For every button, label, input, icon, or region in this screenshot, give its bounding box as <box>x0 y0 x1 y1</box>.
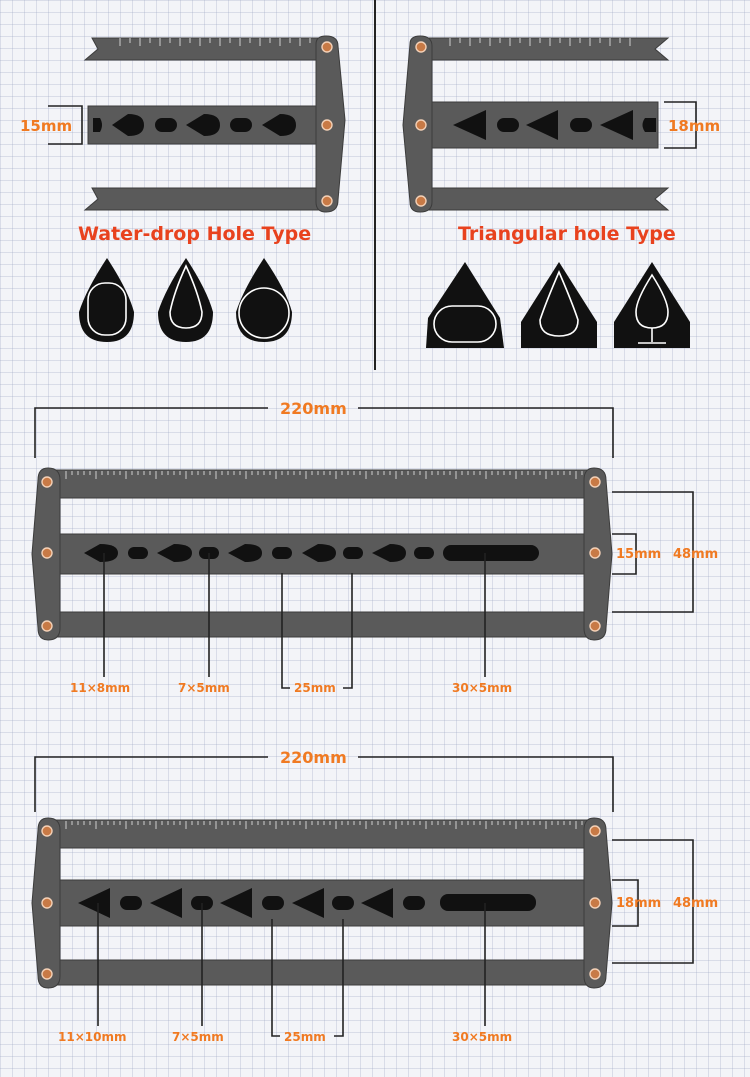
water-drop-holes <box>84 544 539 562</box>
bottom-bar <box>51 959 601 986</box>
callout-label: 7×5mm <box>172 1030 224 1044</box>
top-ruler-ticks <box>65 471 583 479</box>
rivet <box>41 968 53 980</box>
callout-label: 30×5mm <box>452 1030 512 1044</box>
top-ruler-bar <box>51 469 601 499</box>
triangular-holes <box>78 888 536 918</box>
rivet <box>589 620 601 632</box>
rivet <box>415 195 427 207</box>
top-ruler-ticks <box>65 821 583 829</box>
height-label: 15mm <box>20 117 72 135</box>
rivet <box>41 547 53 559</box>
rivet <box>321 41 333 53</box>
water-drop-holes <box>93 114 296 136</box>
rivet <box>589 897 601 909</box>
width-label: 220mm <box>280 748 347 767</box>
callout-line <box>334 919 344 1037</box>
panel-1: 220mm 15mm <box>31 399 718 695</box>
width-dimension-left <box>34 407 268 458</box>
rivet <box>41 897 53 909</box>
rivet <box>589 825 601 837</box>
inner-height-label: 18mm <box>616 896 661 911</box>
rivet <box>41 825 53 837</box>
rivet <box>41 476 53 488</box>
callout-line <box>271 919 280 1037</box>
triangular-type-title: Triangular hole Type <box>458 223 676 245</box>
panel-2: 220mm 18mm 48mm <box>31 748 718 1044</box>
height-dimension-line <box>48 105 83 145</box>
callout-label: 7×5mm <box>178 681 230 695</box>
callout-label: 30×5mm <box>452 681 512 695</box>
callout-label: 11×8mm <box>70 681 130 695</box>
rivet <box>589 968 601 980</box>
callout-label: 25mm <box>294 681 336 695</box>
slot-hole <box>443 545 539 561</box>
rivet <box>41 620 53 632</box>
callout-line <box>343 573 353 689</box>
rivet <box>415 41 427 53</box>
outer-height-dimension <box>612 839 694 964</box>
top-ruler-bar <box>83 37 331 61</box>
callout-label: 25mm <box>284 1030 326 1044</box>
rivet <box>589 547 601 559</box>
water-drop-shapes <box>79 258 292 342</box>
width-dimension-right <box>358 756 614 812</box>
bottom-bar <box>419 187 670 211</box>
top-ruler-bar <box>419 37 670 61</box>
outer-height-label: 48mm <box>673 547 718 562</box>
top-ruler-ticks <box>449 38 631 46</box>
outer-height-label: 48mm <box>673 896 718 911</box>
rivet <box>321 119 333 131</box>
triangular-shapes <box>426 262 690 348</box>
inner-height-dimension <box>612 533 637 575</box>
top-ruler-ticks <box>119 38 311 46</box>
width-dimension-right <box>358 407 614 458</box>
bottom-bar <box>83 187 331 211</box>
callout-line <box>281 573 290 689</box>
height-dimension-line <box>664 101 697 149</box>
water-drop-type-title: Water-drop Hole Type <box>78 223 311 245</box>
inner-height-label: 15mm <box>616 547 661 562</box>
top-ruler-bar <box>51 819 601 849</box>
width-dimension-left <box>34 756 268 812</box>
triangular-device <box>402 35 670 213</box>
width-label: 220mm <box>280 399 347 418</box>
bottom-bar <box>51 611 601 638</box>
outer-height-dimension <box>612 491 694 613</box>
triangular-holes <box>453 110 656 140</box>
rivet <box>321 195 333 207</box>
rivet <box>589 476 601 488</box>
callout-label: 11×10mm <box>58 1030 126 1044</box>
slot-hole <box>440 894 536 911</box>
height-label: 18mm <box>668 117 720 135</box>
water-drop-device <box>83 35 346 213</box>
rivet <box>415 119 427 131</box>
inner-height-dimension <box>612 879 639 927</box>
